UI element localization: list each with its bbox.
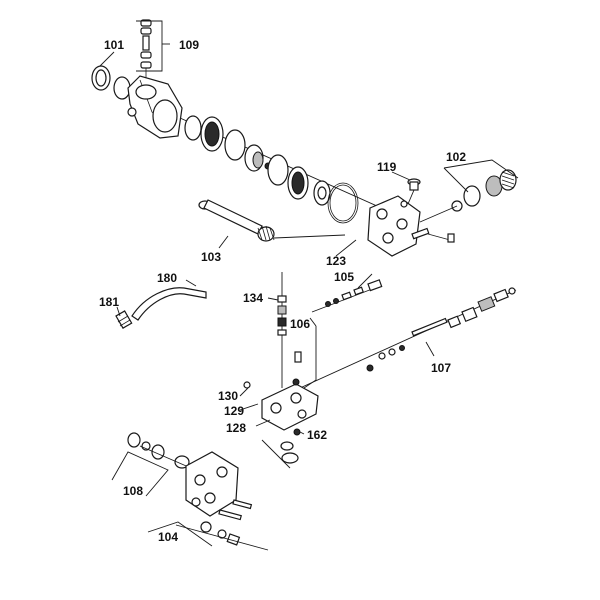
part-162-oring: [261, 428, 301, 469]
callout-102: 102: [446, 150, 466, 164]
part-130-screw: [243, 381, 251, 389]
callout-101: 101: [104, 38, 124, 52]
callout-123: 123: [326, 254, 346, 268]
callout-134: 134: [243, 291, 263, 305]
part-123-pump-head: [367, 195, 455, 257]
callout-181: 181: [99, 295, 119, 309]
callout-108: 108: [123, 484, 143, 498]
callout-107: 107: [431, 361, 451, 375]
callout-103: 103: [201, 250, 221, 264]
part-103-piston: [198, 199, 346, 242]
callout-106: 106: [290, 317, 310, 331]
part-104-pump-head: [175, 451, 269, 551]
callout-119: 119: [377, 160, 397, 174]
part-107-unloader: [299, 287, 517, 389]
part-134-stack: [277, 272, 302, 388]
part-101-seal: [91, 65, 111, 91]
part-109-stack: [140, 19, 152, 82]
callout-128: 128: [226, 421, 246, 435]
part-119-plug: [407, 178, 421, 205]
callout-130: 130: [218, 389, 238, 403]
crankcase-assembly: [91, 19, 396, 224]
callout-labels: 101 109 119 102 103 123 105 180 181 134 …: [99, 38, 466, 544]
part-108-fittings: [127, 432, 215, 479]
leader-lines: [99, 20, 519, 547]
callout-104: 104: [158, 530, 178, 544]
crankcase-housing: [127, 75, 183, 139]
part-180-hose: [131, 287, 207, 321]
part-102-fittings: [419, 169, 517, 223]
part-181-fitting: [115, 310, 133, 329]
part-128-manifold: [261, 378, 319, 431]
callout-162: 162: [307, 428, 327, 442]
callout-105: 105: [334, 270, 354, 284]
wobble-plate-parts: [184, 115, 359, 224]
callout-180: 180: [157, 271, 177, 285]
callout-129: 129: [224, 404, 244, 418]
part-105-check-valve: [311, 279, 383, 313]
callout-109: 109: [179, 38, 199, 52]
